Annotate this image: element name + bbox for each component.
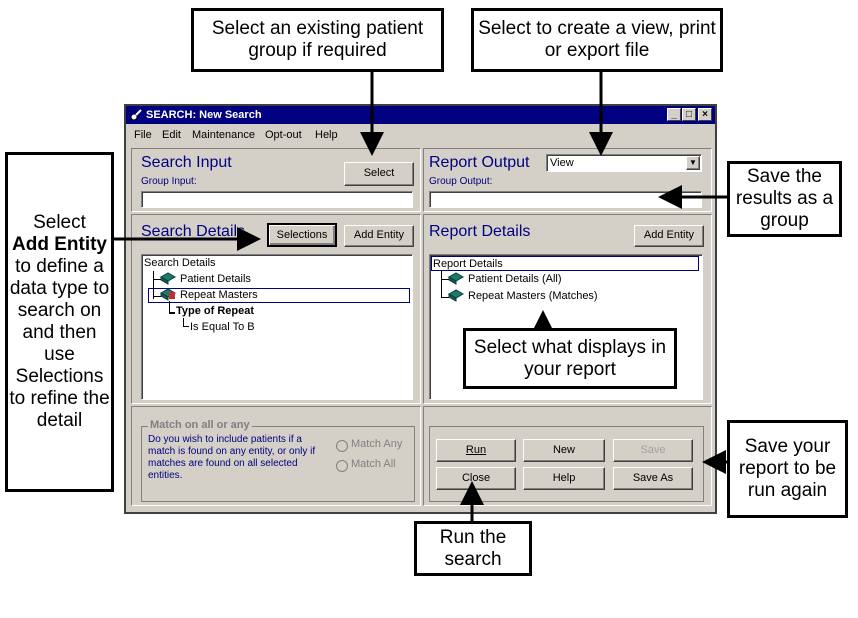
search-input-heading: Search Input	[141, 154, 232, 171]
tree-connector	[441, 279, 449, 280]
match-all-label[interactable]: Match All	[351, 458, 396, 470]
report-add-entity-button[interactable]: Add Entity	[634, 225, 704, 247]
tree-connector	[169, 301, 170, 313]
match-all-radio[interactable]	[336, 460, 348, 472]
callout-add-entity-pre: Select	[33, 212, 86, 233]
tree-connector	[153, 271, 154, 299]
menu-help[interactable]: Help	[315, 129, 338, 141]
search-window: SEARCH: New Search _ □ × File Edit Maint…	[124, 104, 717, 514]
tree-connector	[153, 296, 161, 297]
tree-item-patient-details-all[interactable]: Patient Details (All)	[468, 273, 562, 285]
tree-item-repeat-masters[interactable]: Repeat Masters	[180, 289, 258, 301]
menu-maintenance[interactable]: Maintenance	[192, 129, 255, 141]
search-add-entity-button[interactable]: Add Entity	[344, 225, 414, 247]
run-button[interactable]: Run	[436, 439, 516, 462]
callout-select-group: Select an existing patient group if requ…	[191, 8, 444, 72]
callout-add-entity: Select Add Entity to define a data type …	[5, 152, 114, 492]
callout-save-results-text: Save the results as a group	[735, 166, 834, 231]
minimize-icon[interactable]: _	[667, 108, 681, 121]
menu-opt-out[interactable]: Opt-out	[265, 129, 302, 141]
match-panel: Match on all or any Do you wish to inclu…	[131, 406, 421, 506]
tree-connector	[441, 297, 449, 298]
callout-save-report-text: Save your report to be run again	[738, 436, 837, 501]
entity-book-icon	[448, 289, 464, 302]
tree-item-selected	[431, 256, 699, 271]
tree-connector	[183, 326, 189, 327]
callout-run-search: Run the search	[414, 521, 532, 576]
save-button[interactable]: Save	[613, 439, 693, 462]
group-output-label: Group Output:	[429, 176, 493, 187]
match-description: Do you wish to include patients if a mat…	[148, 434, 316, 481]
new-button[interactable]: New	[523, 439, 605, 462]
callout-select-displays: Select what displays in your report	[463, 328, 677, 389]
search-details-heading: Search Details	[141, 223, 246, 240]
report-output-panel: Report Output View ▼ Group Output:	[423, 148, 712, 212]
callout-run-search-text: Run the search	[439, 526, 507, 570]
group-output-field[interactable]	[429, 191, 702, 208]
selections-button[interactable]: Selections	[267, 223, 337, 247]
select-button[interactable]: Select	[344, 162, 414, 186]
app-icon	[130, 109, 142, 121]
search-input-panel: Search Input Group Input: Select	[131, 148, 421, 212]
match-any-radio[interactable]	[336, 440, 348, 452]
close-icon[interactable]: ×	[698, 108, 712, 121]
match-groupbox	[141, 426, 415, 502]
entity-book-icon	[160, 272, 176, 285]
output-type-value: View	[550, 157, 574, 169]
tree-item-is-equal-to[interactable]: Is Equal To B	[190, 321, 255, 333]
help-button[interactable]: Help	[523, 467, 605, 490]
callout-create-view-text: Select to create a view, print or export…	[478, 18, 716, 61]
entity-book-icon	[448, 272, 464, 285]
save-as-button[interactable]: Save As	[613, 467, 693, 490]
search-details-panel: Search Details Selections Add Entity Sea…	[131, 214, 421, 404]
report-details-heading: Report Details	[429, 223, 531, 240]
menu-file[interactable]: File	[134, 129, 152, 141]
match-any-label[interactable]: Match Any	[351, 438, 403, 450]
entity-book-icon	[160, 288, 176, 301]
match-legend: Match on all or any	[148, 419, 252, 431]
tree-root[interactable]: Search Details	[144, 257, 216, 269]
callout-select-displays-text: Select what displays in your report	[473, 336, 667, 380]
menu-bar: File Edit Maintenance Opt-out Help	[126, 125, 715, 145]
group-input-label: Group Input:	[141, 176, 197, 187]
callout-create-view: Select to create a view, print or export…	[471, 8, 723, 72]
maximize-icon[interactable]: □	[682, 108, 696, 121]
tree-connector	[169, 312, 175, 314]
tree-root[interactable]: Report Details	[433, 258, 503, 270]
tree-item-selected	[148, 288, 410, 303]
report-output-heading: Report Output	[429, 154, 530, 171]
search-details-tree[interactable]: Search Details Patient Details Repeat Ma…	[141, 254, 413, 400]
tree-connector	[153, 279, 161, 280]
menu-edit[interactable]: Edit	[162, 129, 181, 141]
tree-connector	[183, 318, 184, 327]
group-input-field[interactable]	[141, 191, 413, 208]
tree-item-type-of-repeat[interactable]: Type of Repeat	[176, 305, 255, 317]
window-title: SEARCH: New Search	[146, 109, 262, 121]
tree-connector	[441, 271, 442, 298]
tree-item-patient-details[interactable]: Patient Details	[180, 273, 251, 285]
callout-save-results: Save the results as a group	[727, 161, 842, 237]
tree-item-repeat-masters-matches[interactable]: Repeat Masters (Matches)	[468, 290, 598, 302]
callout-add-entity-bold: Add Entity	[12, 234, 107, 255]
callout-save-report: Save your report to be run again	[727, 420, 848, 518]
title-bar: SEARCH: New Search _ □ ×	[126, 106, 715, 124]
chevron-down-icon[interactable]: ▼	[686, 156, 700, 170]
callout-select-group-text: Select an existing patient group if requ…	[211, 18, 424, 61]
output-type-dropdown[interactable]: View ▼	[546, 154, 702, 172]
callout-add-entity-post: to define a data type to search on and t…	[9, 256, 110, 431]
